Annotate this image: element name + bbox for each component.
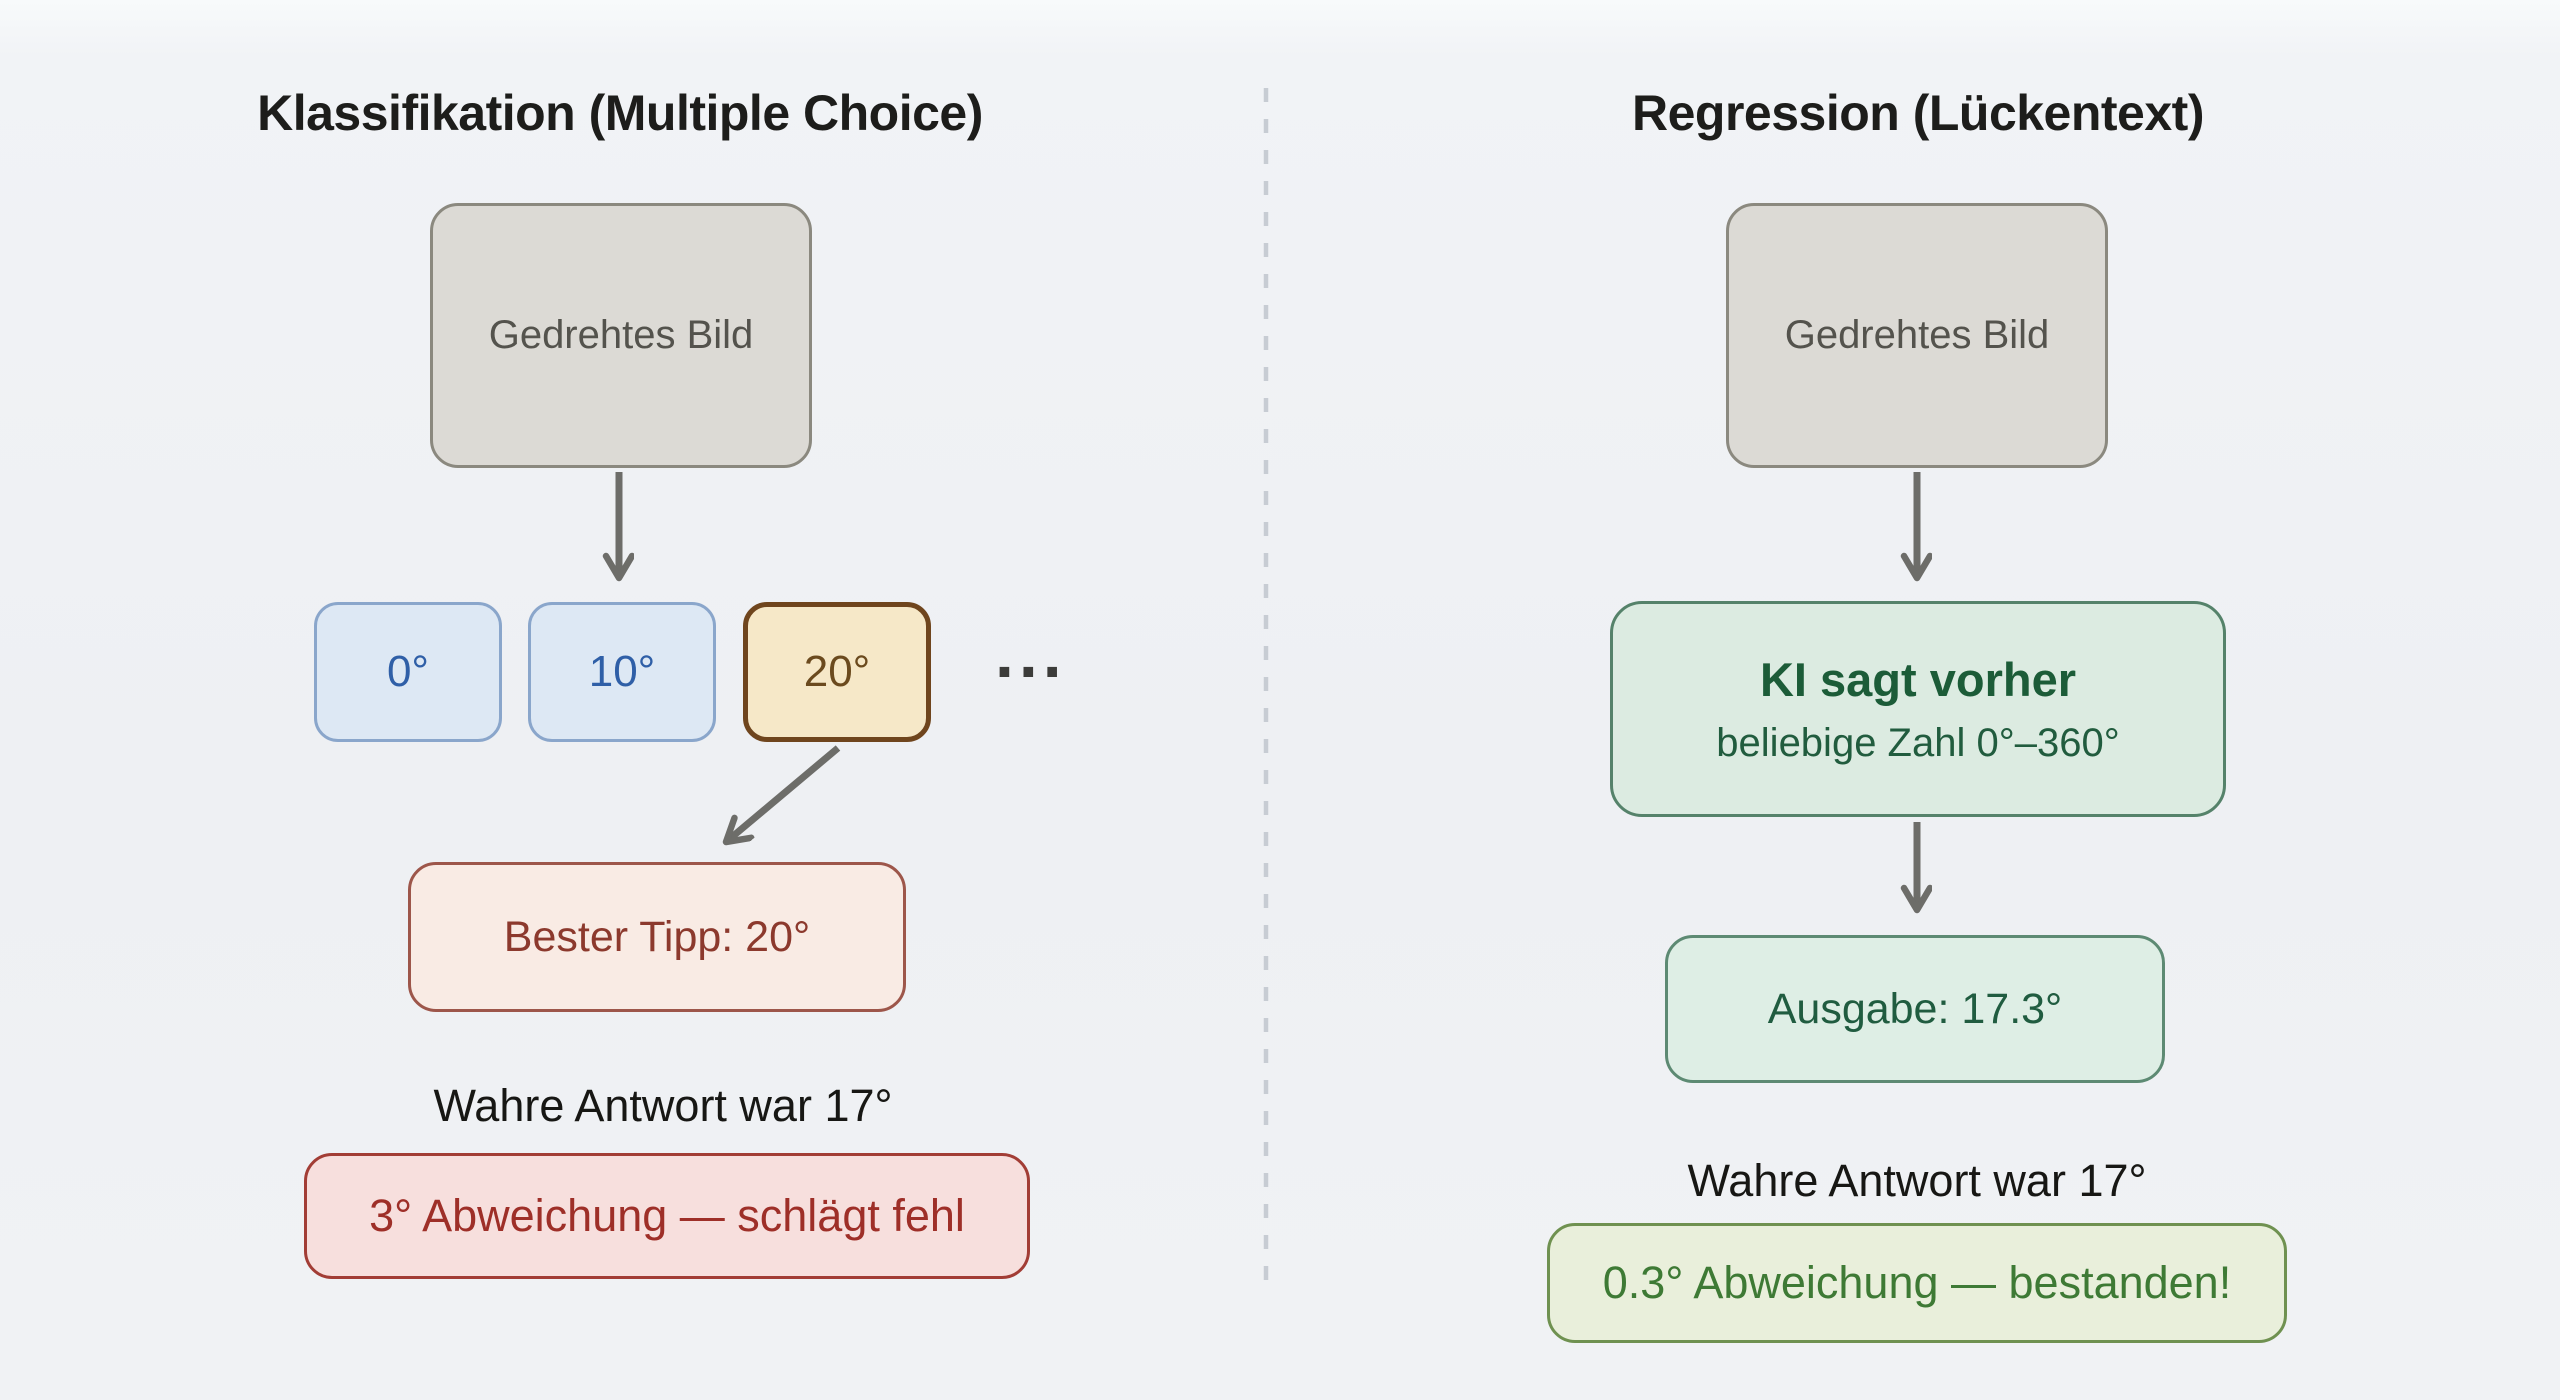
- rotated-image-label: Gedrehtes Bild: [1784, 313, 2050, 357]
- rotated-image-label: Gedrehtes Bild: [488, 313, 754, 357]
- arrow-diagonal-icon: [726, 745, 841, 842]
- pass-verdict-label: 0.3° Abweichung — bestanden!: [1602, 1257, 2232, 1308]
- rotated-image-box: Gedrehtes Bild: [1726, 203, 2108, 468]
- left-panel-title: Klassifikation (Multiple Choice): [257, 85, 983, 141]
- right-true-answer-text: Wahre Antwort war 17°: [1687, 1155, 2147, 1206]
- option-box-10deg: 10°: [528, 602, 716, 742]
- prediction-title: KI sagt vorher: [1759, 653, 2077, 706]
- left-true-answer-text: Wahre Antwort war 17°: [433, 1080, 893, 1131]
- best-guess-label: Bester Tipp: 20°: [503, 912, 811, 961]
- best-guess-box: Bester Tipp: 20°: [408, 862, 906, 1012]
- prediction-subtitle: beliebige Zahl 0°–360°: [1716, 721, 2120, 765]
- right-panel-title: Regression (Lückentext): [1632, 85, 2204, 141]
- option-label: 0°: [386, 647, 430, 696]
- more-options-ellipsis: ...: [995, 616, 1067, 692]
- option-label: 10°: [588, 647, 656, 696]
- option-box-20deg-selected: 20°: [743, 602, 931, 742]
- rotated-image-box: Gedrehtes Bild: [430, 203, 812, 468]
- pass-verdict-box: 0.3° Abweichung — bestanden!: [1547, 1223, 2287, 1343]
- output-label: Ausgabe: 17.3°: [1767, 984, 2063, 1033]
- output-box: Ausgabe: 17.3°: [1665, 935, 2165, 1083]
- fail-verdict-label: 3° Abweichung — schlägt fehl: [369, 1190, 965, 1241]
- option-box-0deg: 0°: [314, 602, 502, 742]
- fail-verdict-box: 3° Abweichung — schlägt fehl: [304, 1153, 1030, 1279]
- option-label: 20°: [803, 647, 871, 696]
- prediction-box: KI sagt vorher beliebige Zahl 0°–360°: [1610, 601, 2226, 817]
